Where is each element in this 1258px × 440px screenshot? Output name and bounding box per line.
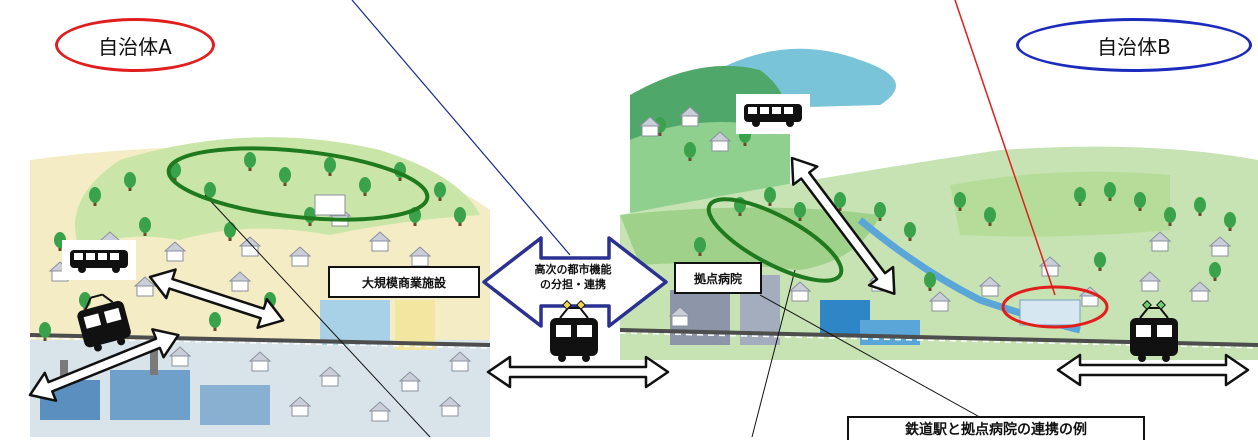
train-icon bbox=[1130, 300, 1178, 362]
leader-lines bbox=[204, 0, 1056, 437]
leader-line-right bbox=[759, 294, 986, 421]
two-way-arrows bbox=[28, 156, 1250, 402]
arrow-a-lower bbox=[28, 328, 180, 402]
forest-highlight-a bbox=[166, 146, 430, 222]
arrow-b-lower bbox=[1056, 353, 1250, 387]
function-sharing-line-1: 高次の都市機能 bbox=[534, 263, 612, 276]
factory-buildings bbox=[40, 350, 270, 425]
caption-box: 鉄道駅と拠点病院の連携の例 bbox=[847, 416, 1145, 440]
leader-line-blue bbox=[351, 0, 571, 256]
hub-hospital-text: 拠点病院 bbox=[693, 271, 742, 286]
function-sharing-text: 高次の都市機能 の分担・連携 bbox=[508, 262, 638, 292]
arrow-b-diagonal bbox=[790, 156, 896, 296]
municipality-a-label: 自治体A bbox=[55, 18, 215, 72]
arrow-center-lower bbox=[486, 355, 670, 389]
large-commercial-facility-label: 大規模商業施設 bbox=[328, 266, 480, 298]
town-b-illustration bbox=[619, 48, 1258, 360]
main-double-arrow bbox=[482, 236, 668, 328]
leader-line-center bbox=[751, 269, 796, 437]
caption-text: 鉄道駅と拠点病院の連携の例 bbox=[905, 422, 1087, 438]
arrow-a-upper bbox=[148, 268, 285, 329]
station-highlight bbox=[1001, 285, 1109, 329]
municipality-a-text: 自治体A bbox=[98, 34, 172, 59]
leader-line-left bbox=[204, 194, 431, 437]
forest-highlight-b bbox=[706, 197, 844, 283]
municipality-b-text: 自治体B bbox=[1097, 34, 1171, 59]
municipality-b-label: 自治体B bbox=[1016, 18, 1252, 72]
bus-icon bbox=[736, 94, 810, 134]
leader-line-red bbox=[954, 0, 1056, 296]
train-icon bbox=[77, 293, 131, 352]
train-icon bbox=[550, 300, 598, 362]
large-commercial-facility-text: 大規模商業施設 bbox=[361, 275, 446, 290]
hub-hospital-label: 拠点病院 bbox=[674, 262, 762, 294]
function-sharing-line-2: の分担・連携 bbox=[540, 278, 606, 291]
bus-icon bbox=[62, 240, 136, 280]
